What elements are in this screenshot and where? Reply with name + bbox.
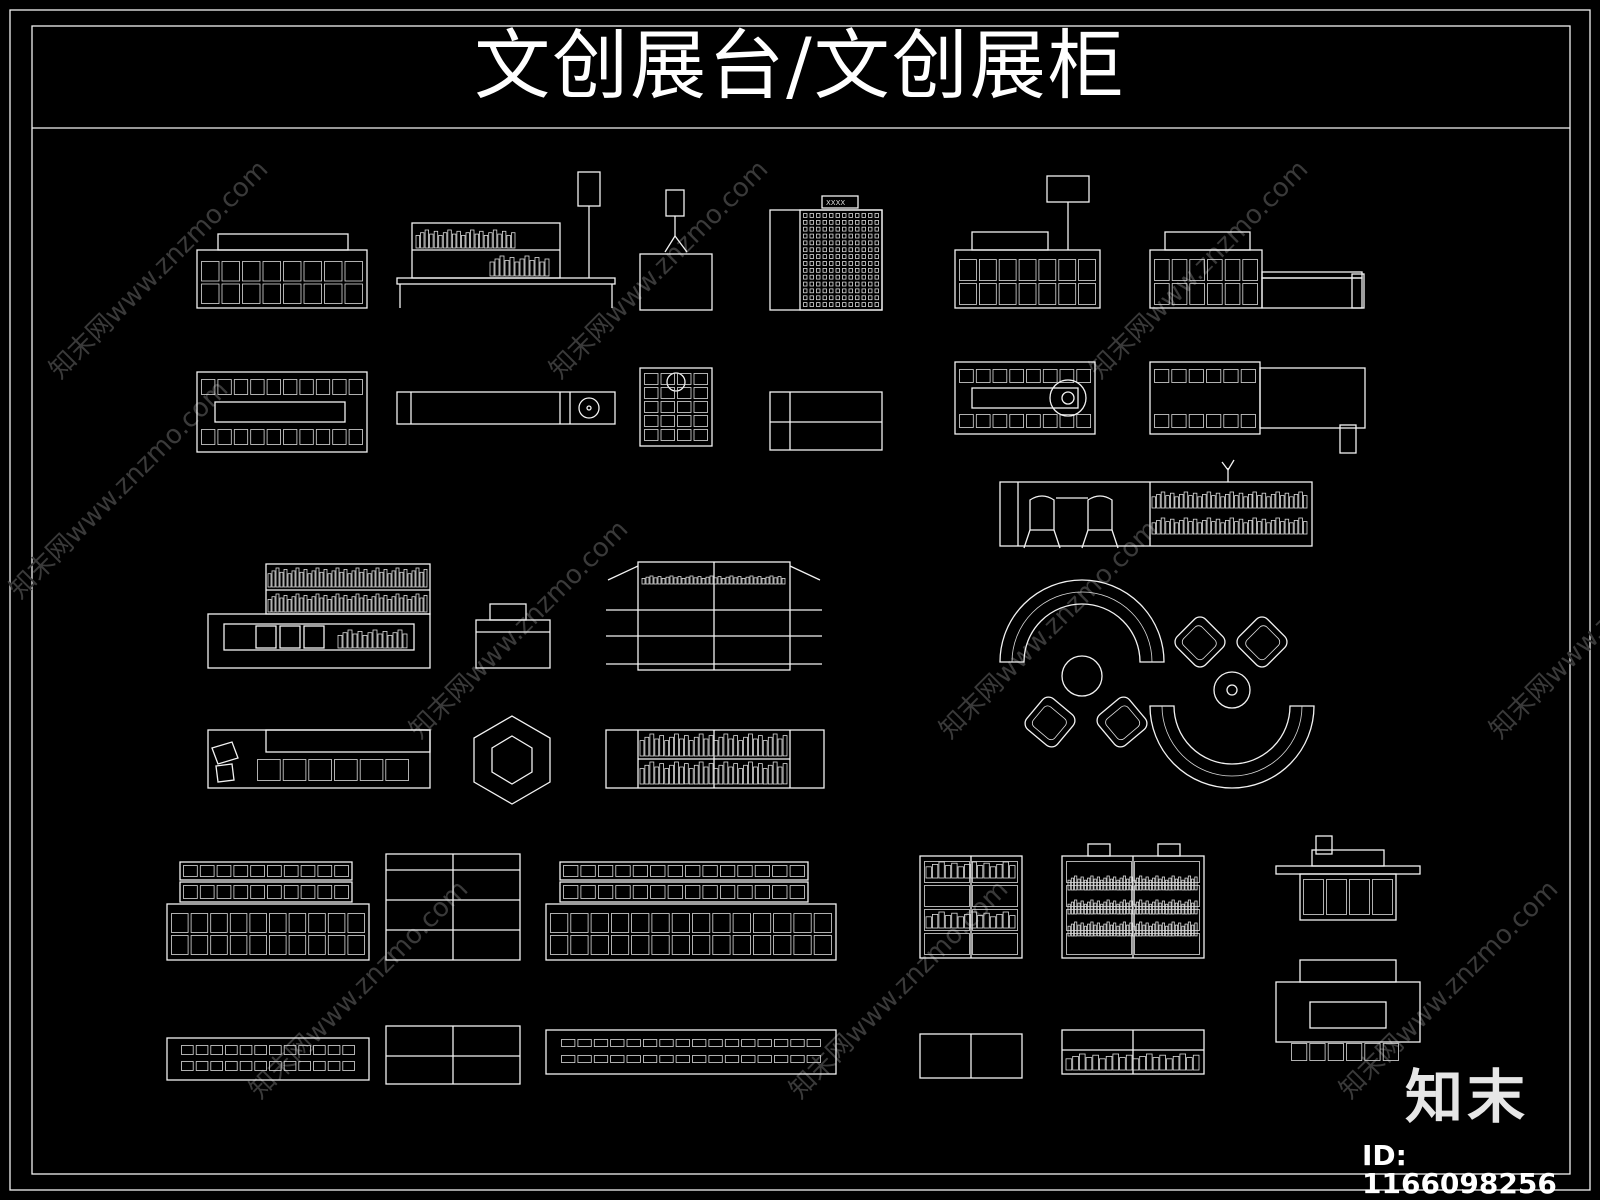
cabinet-side-elevation <box>385 853 521 961</box>
cabinet-bench-plan <box>1149 361 1366 454</box>
svg-text:知末网www.znzmo.com: 知末网www.znzmo.com <box>784 874 1015 1105</box>
wall-grid-shelf-elevation: XXXX <box>769 195 883 311</box>
wall-shelf-plan <box>769 391 883 451</box>
drawing-title: 文创展台/文创展柜 <box>474 21 1126 110</box>
long-cabinet-elevation-1 <box>166 861 370 961</box>
cabinet-side-plan <box>385 1025 521 1085</box>
podium-plan <box>639 367 713 447</box>
bookcase-elevation-1 <box>919 855 1023 959</box>
svg-text:知末网www.znzmo.com: 知末网www.znzmo.com <box>4 374 235 605</box>
outer-border <box>9 9 1591 1191</box>
gondola-shelf-plan <box>605 729 825 789</box>
armchair-plan-group <box>1024 616 1288 748</box>
cabinet-with-bench-elevation <box>1149 231 1365 309</box>
desk-plan <box>1275 959 1421 1061</box>
brand-logo: 知末 <box>1405 1063 1530 1131</box>
image-id-label: ID: 1166098256 <box>1362 1139 1557 1200</box>
cabinet-with-lamp-elevation <box>954 175 1101 309</box>
svg-text:XXXX: XXXX <box>826 199 845 207</box>
curved-seating-plan <box>999 579 1315 789</box>
hexagon-counter-plan <box>473 715 551 805</box>
watermark-layer: 知末网www.znzmo.com 知末网www.znzmo.com 知末网www.z… <box>4 154 1600 1105</box>
svg-text:知末网www.znzmo.com: 知末网www.znzmo.com <box>404 514 635 745</box>
reception-bookshelf-elevation <box>207 563 431 669</box>
desk-elevation <box>1275 835 1421 921</box>
reception-plan <box>207 729 431 789</box>
podium-lamp-elevation <box>639 189 713 311</box>
bookcase-plan-1 <box>919 1033 1023 1079</box>
bookcase-elevation-2 <box>1061 843 1205 959</box>
svg-text:知末网www.znzmo.com: 知末网www.znzmo.com <box>1084 154 1315 385</box>
svg-text:知末网www.znzmo.com: 知末网www.znzmo.com <box>1484 514 1600 745</box>
display-table-with-shelf-elevation <box>396 171 616 308</box>
cabinet-plan-1 <box>196 371 368 453</box>
inner-border <box>31 25 1571 1175</box>
bookcase-plan-2 <box>1061 1029 1205 1075</box>
cabinet-elevation-1 <box>196 233 368 309</box>
long-cabinet-elevation-2 <box>545 861 837 961</box>
cabinet-lamp-plan <box>954 361 1096 435</box>
long-cabinet-plan-1 <box>166 1037 370 1081</box>
table-plan-1 <box>396 391 616 425</box>
long-cabinet-plan-2 <box>545 1029 837 1075</box>
gondola-shelf-elevation <box>606 561 822 671</box>
small-counter-elevation <box>475 603 551 669</box>
reading-table-bookshelf-elevation <box>999 459 1313 549</box>
